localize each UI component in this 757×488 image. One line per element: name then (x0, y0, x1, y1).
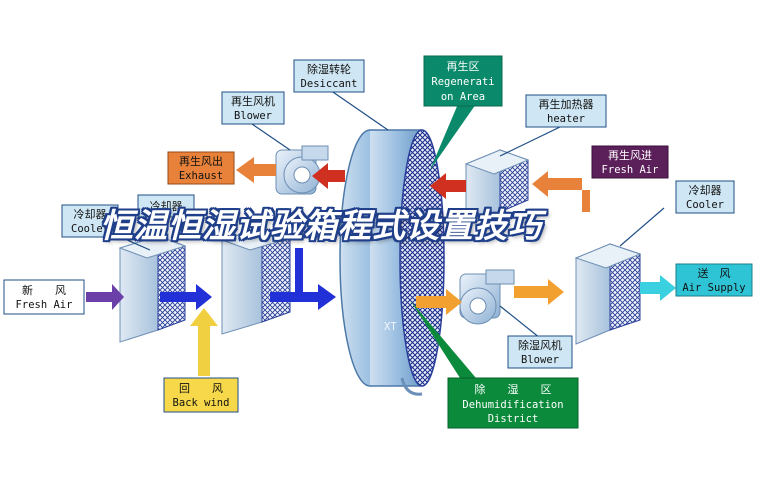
fresh-air-en: Fresh Air (16, 299, 73, 311)
dehum-blower-fan (459, 269, 515, 325)
cooler2-cn: 冷却器 (150, 200, 183, 213)
cooler-unit-1 (118, 235, 187, 343)
process-arrow-up (295, 248, 303, 294)
desiccant-en: Desiccant (301, 78, 358, 90)
callout-cooler-2: 冷却器 (137, 194, 195, 218)
callout-dehum-blower: 除湿风机 Blower (507, 335, 573, 369)
airflow-arrows (86, 157, 676, 376)
regen-area-en-1: Regenerati (431, 76, 494, 88)
cooler-unit-2 (220, 227, 292, 335)
wheel-mark: XT (384, 321, 397, 333)
supply-cn: 送 风 (698, 266, 731, 280)
callout-cooler-1: 冷却器 Cooler (61, 204, 119, 238)
callout-regen-heater: 再生加热器 heater (525, 94, 607, 128)
regen-fresh-arrow (532, 171, 590, 212)
regen-blower-cn: 再生风机 (231, 94, 275, 108)
dehum-district-en-2: District (488, 413, 539, 425)
regen-exhaust-en: Exhaust (179, 170, 223, 182)
cooler-unit-3 (574, 243, 642, 345)
regen-area-pointer (430, 104, 476, 170)
callout-fresh-air: 新 风 Fresh Air (3, 279, 85, 315)
callout-cooler-3: 冷却器 Cooler (675, 180, 735, 214)
supply-arrow (640, 275, 676, 301)
fresh-air-cn: 新 风 (22, 283, 66, 297)
leader-lines (117, 89, 665, 339)
process-arrow-1 (160, 284, 212, 310)
callout-regen-fresh: 再生风进 Fresh Air (591, 145, 669, 179)
callout-desiccant: 除湿转轮 Desiccant (293, 59, 365, 93)
cooler3-cn: 冷却器 (689, 184, 722, 197)
regen-arrow-to-blower (312, 163, 345, 189)
process-arrow-2 (270, 284, 336, 310)
regen-arrow-to-wheel (430, 173, 466, 199)
regen-blower-en: Blower (234, 110, 272, 122)
regen-fresh-en: Fresh Air (602, 164, 659, 176)
regen-heater-box (464, 149, 530, 227)
back-wind-cn: 回 风 (179, 382, 223, 395)
cooler1-cn: 冷却器 (74, 208, 107, 221)
desiccant-wheel: XT (339, 129, 445, 396)
district-pointer (410, 300, 476, 378)
back-wind-arrow (190, 308, 218, 376)
dehum-arrow-2 (514, 279, 564, 305)
callout-regen-area: 再生区 Regenerati on Area (423, 55, 503, 107)
regen-heater-cn: 再生加热器 (539, 97, 594, 111)
dehum-district-cn: 除 湿 区 (475, 382, 552, 396)
callout-air-supply: 送 风 Air Supply (675, 263, 753, 297)
callout-back-wind: 回 风 Back wind (163, 377, 239, 413)
dehum-blower-cn: 除湿风机 (518, 338, 562, 352)
callout-regen-exhaust: 再生风出 Exhaust (167, 151, 235, 185)
exhaust-arrow (236, 157, 276, 183)
back-wind-en: Back wind (173, 397, 230, 409)
regen-fresh-cn: 再生风进 (608, 148, 652, 162)
overlay-title: 恒温恒湿试验箱程式设置技巧 (100, 206, 542, 245)
regen-area-en-2: on Area (441, 91, 485, 103)
callout-dehum-district: 除 湿 区 Dehumidification District (447, 377, 579, 429)
regen-exhaust-cn: 再生风出 (179, 154, 223, 168)
regen-area-cn: 再生区 (447, 59, 480, 73)
desiccant-cn: 除湿转轮 (307, 62, 351, 76)
callout-regen-blower: 再生风机 Blower (221, 91, 285, 125)
dehum-arrow-1 (416, 289, 462, 315)
dehum-district-en-1: Dehumidification (462, 399, 563, 411)
cooler3-en: Cooler (686, 199, 724, 211)
fresh-air-arrow (86, 284, 124, 310)
regen-heater-en: heater (547, 113, 585, 125)
dehum-blower-en: Blower (521, 354, 559, 366)
supply-en: Air Supply (682, 282, 745, 294)
cooler1-en: Cooler (71, 223, 109, 235)
